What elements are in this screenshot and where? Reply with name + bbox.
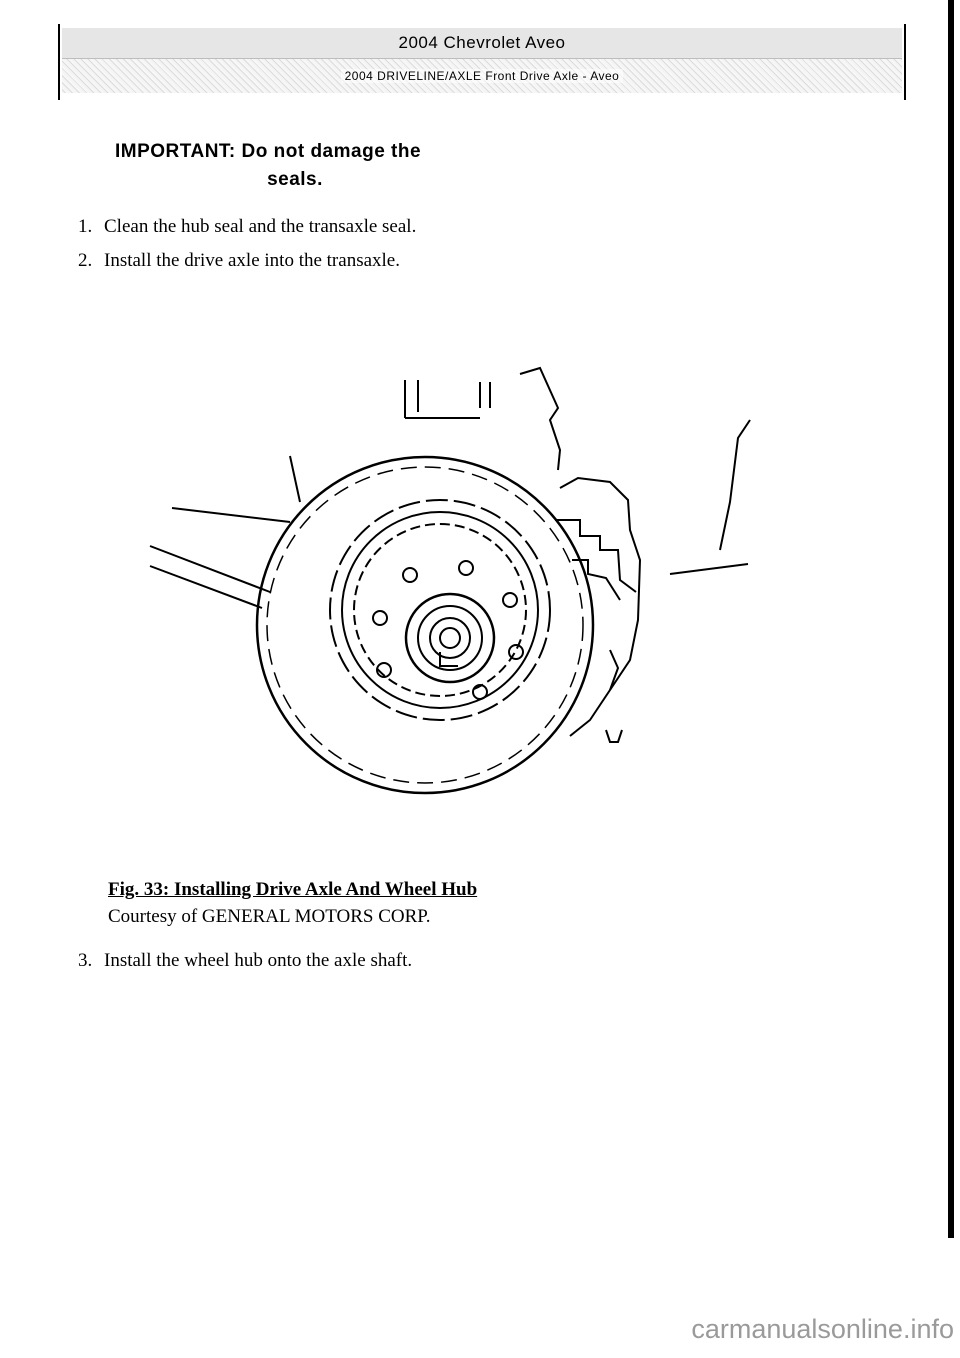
- frame-left-rule: [58, 24, 60, 100]
- step-number: 2.: [78, 250, 93, 271]
- figure-caption: Fig. 33: Installing Drive Axle And Wheel…: [108, 876, 477, 930]
- header-subtitle-bar: 2004 DRIVELINE/AXLE Front Drive Axle - A…: [62, 59, 902, 93]
- step-text: Install the wheel hub onto the axle shaf…: [104, 950, 413, 971]
- header-subtitle: 2004 DRIVELINE/AXLE Front Drive Axle - A…: [340, 69, 624, 83]
- notice-label: IMPORTANT:: [115, 141, 236, 162]
- header-title: 2004 Chevrolet Aveo: [62, 28, 902, 59]
- step-text: Install the drive axle into the transaxl…: [104, 250, 400, 271]
- notice-text-line2: seals.: [267, 169, 323, 190]
- watermark: carmanualsonline.info: [691, 1314, 954, 1344]
- step-text: Clean the hub seal and the transaxle sea…: [104, 216, 417, 237]
- step-number: 3.: [78, 950, 93, 971]
- step-number: 1.: [78, 216, 93, 237]
- important-notice: IMPORTANT: Do not damage the seals.: [115, 138, 475, 194]
- step-1: 1. Clean the hub seal and the transaxle s…: [78, 216, 416, 238]
- notice-text-line1: Do not damage the: [241, 141, 422, 162]
- page-edge-rule: [948, 0, 954, 1238]
- wheel-hub-illustration: [149, 366, 751, 795]
- figure-title: Fig. 33: Installing Drive Axle And Wheel…: [108, 879, 478, 900]
- step-3: 3. Install the wheel hub onto the axle sh…: [78, 950, 412, 972]
- frame-right-rule: [904, 24, 906, 100]
- document-header: 2004 Chevrolet Aveo 2004 DRIVELINE/AXLE …: [62, 28, 902, 94]
- figure-credit: Courtesy of GENERAL MOTORS CORP.: [108, 906, 431, 927]
- step-2: 2. Install the drive axle into the transa…: [78, 250, 400, 272]
